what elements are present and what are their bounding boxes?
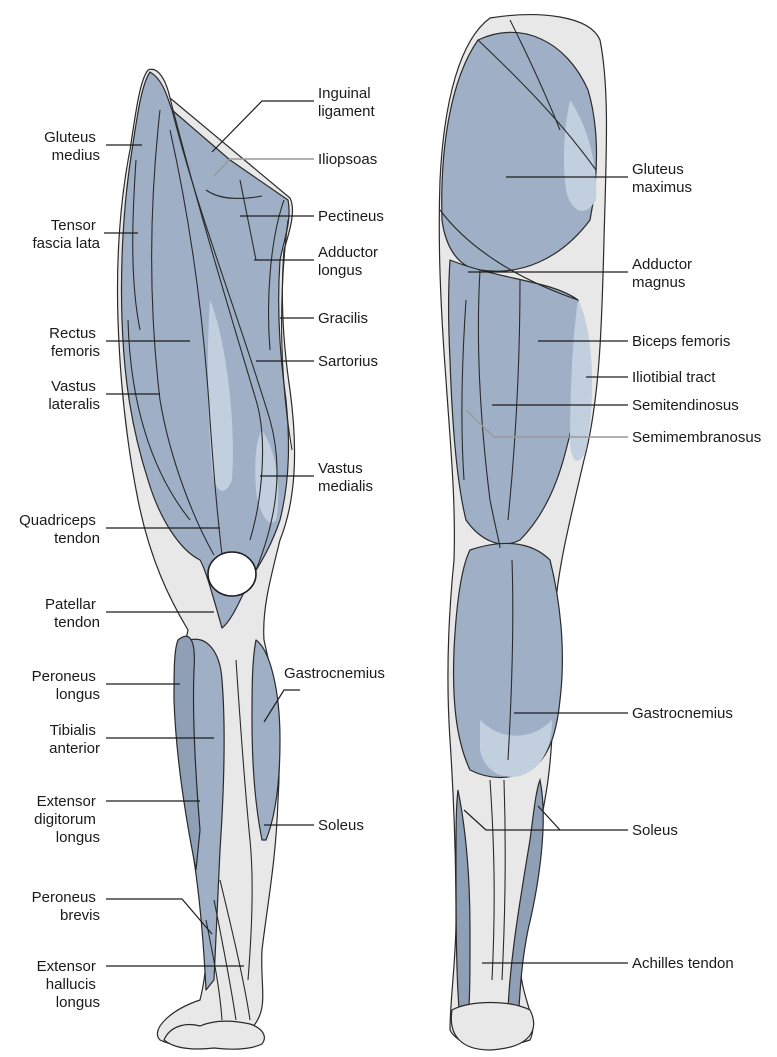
label-adductor-longus: Adductor longus [318,244,382,279]
label-patellar-tendon: Patellar tendon [45,596,100,631]
label-iliotibial-tract: Iliotibial tract [632,369,716,386]
label-semitendinosus: Semitendinosus [632,397,739,414]
leader-inguinal-ligament [212,101,314,152]
leader-soleus-posterior [538,806,628,830]
label-pectineus: Pectineus [318,208,384,225]
thigh-muscle-mass [121,72,289,628]
anterior-labels-left: Gluteus medius Tensor fascia lata Rectus… [19,129,101,1011]
posterior-labels: Gluteus maximus Adductor magnus Biceps f… [632,161,761,972]
label-inguinal-ligament: Inguinal ligament [318,85,376,120]
label-semimembranosus: Semimembranosus [632,429,761,446]
label-peroneus-longus: Peroneus longus [32,668,100,703]
label-gastrocnemius-anterior: Gastrocnemius [284,665,385,682]
label-achilles-tendon: Achilles tendon [632,955,734,972]
label-quadriceps-tendon: Quadriceps tendon [19,512,100,547]
leader-peroneus-brevis [106,899,212,934]
label-soleus-posterior: Soleus [632,822,678,839]
posterior-leg [439,15,606,1050]
label-sartorius: Sartorius [318,353,378,370]
label-gracilis: Gracilis [318,310,368,327]
label-gluteus-maximus: Gluteus maximus [632,161,692,196]
label-vastus-lateralis: Vastus lateralis [48,378,100,413]
label-gluteus-medius: Gluteus medius [44,129,100,164]
anterior-labels-middle: Inguinal ligament Iliopsoas Pectineus Ad… [284,85,385,834]
label-biceps-femoris: Biceps femoris [632,333,730,350]
label-extensor-hallucis-longus: Extensor hallucis longus [37,958,100,1011]
patella [208,552,256,596]
label-soleus-anterior: Soleus [318,817,364,834]
label-vastus-medialis: Vastus medialis [318,460,373,495]
posterior-heel [451,1003,533,1051]
label-tibialis-anterior: Tibialis anterior [49,722,100,757]
label-adductor-magnus: Adductor magnus [632,256,696,291]
label-tensor-fascia-lata: Tensor fascia lata [32,217,100,252]
label-peroneus-brevis: Peroneus brevis [32,889,100,924]
label-iliopsoas: Iliopsoas [318,151,377,168]
label-extensor-digitorum-longus: Extensor digitorum longus [34,793,100,846]
label-gastrocnemius-posterior: Gastrocnemius [632,705,733,722]
label-rectus-femoris: Rectus femoris [49,325,100,360]
